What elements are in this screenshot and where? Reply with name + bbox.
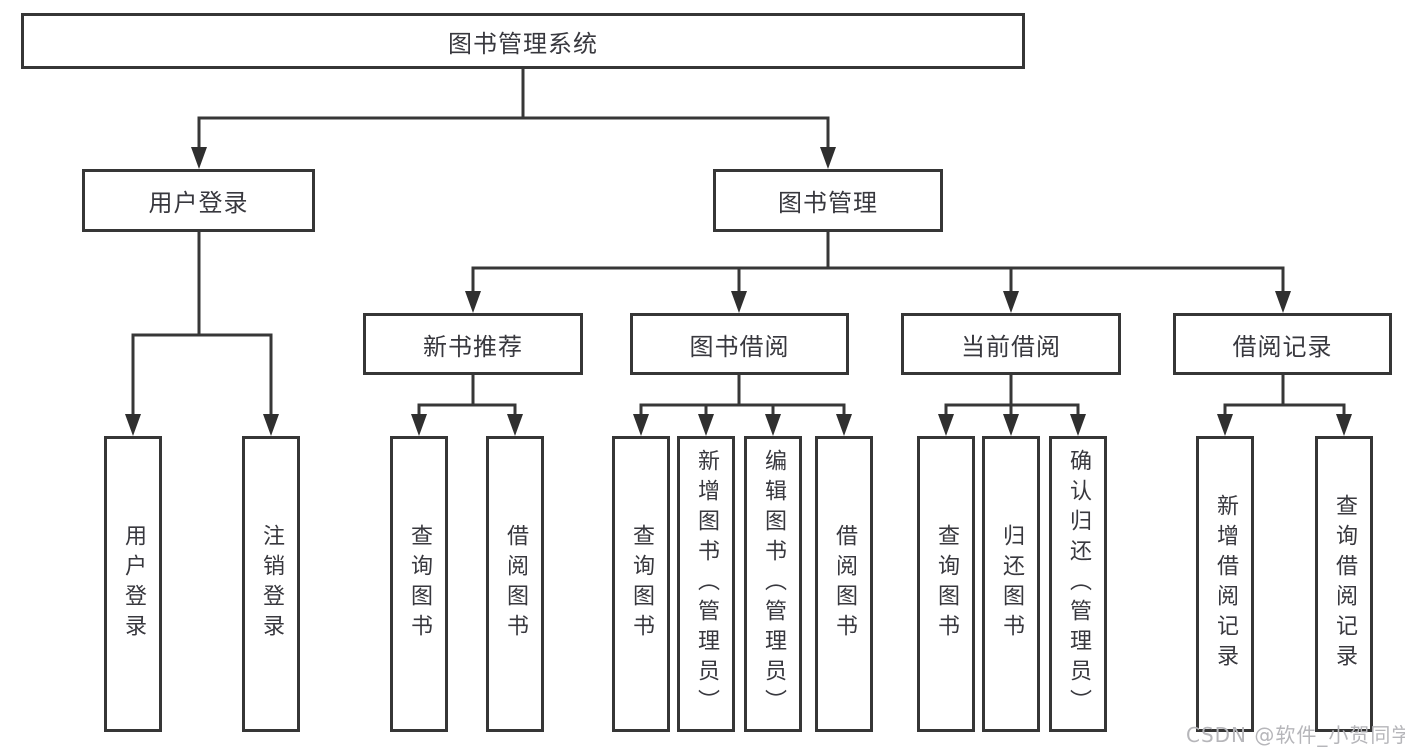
csdn-watermark: CSDN @软件_小贺同学 bbox=[1186, 723, 1405, 747]
node-borrow-records: 借阅记录 bbox=[1173, 313, 1392, 375]
node-user-login: 用户登录 bbox=[82, 169, 315, 232]
leaf-add-borrow-record: 新增借阅记录 bbox=[1196, 436, 1254, 732]
node-book-borrow: 图书借阅 bbox=[630, 313, 849, 375]
connector-user-login-branch bbox=[131, 230, 273, 421]
leaf-query-books-recommend: 查询图书 bbox=[390, 436, 448, 732]
leaf-borrow-books: 借阅图书 bbox=[815, 436, 873, 732]
connector-new-book-branch bbox=[417, 373, 517, 421]
connector-root-to-level2 bbox=[197, 67, 830, 154]
leaf-user-login: 用户登录 bbox=[104, 436, 162, 732]
node-book-management: 图书管理 bbox=[713, 169, 943, 232]
arrowhead-icons bbox=[125, 147, 1352, 436]
connector-book-borrow-branch bbox=[639, 373, 846, 421]
leaf-edit-books-admin: 编辑图书（管理员） bbox=[744, 436, 802, 732]
leaf-confirm-return-admin: 确认归还（管理员） bbox=[1049, 436, 1107, 732]
leaf-borrow-books-recommend: 借阅图书 bbox=[486, 436, 544, 732]
leaf-query-books-borrow: 查询图书 bbox=[612, 436, 670, 732]
connector-book-management-branch bbox=[471, 230, 1285, 298]
node-current-borrow: 当前借阅 bbox=[901, 313, 1121, 375]
leaf-query-books-current: 查询图书 bbox=[917, 436, 975, 732]
node-root-system: 图书管理系统 bbox=[21, 13, 1025, 69]
node-new-book-recommend: 新书推荐 bbox=[363, 313, 583, 375]
leaf-add-books-admin: 新增图书（管理员） bbox=[677, 436, 735, 732]
connector-borrow-record-branch bbox=[1223, 373, 1346, 421]
leaf-query-borrow-record: 查询借阅记录 bbox=[1315, 436, 1373, 732]
leaf-return-books: 归还图书 bbox=[982, 436, 1040, 732]
leaf-logout: 注销登录 bbox=[242, 436, 300, 732]
connector-current-borrow-branch bbox=[944, 373, 1080, 421]
